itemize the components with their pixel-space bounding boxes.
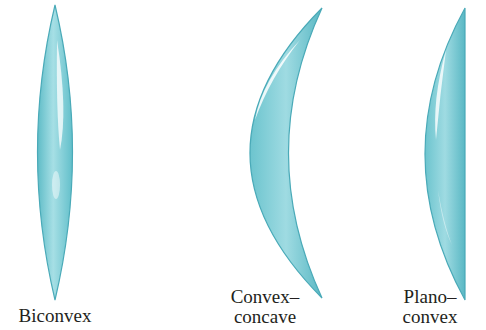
biconvex-lens <box>38 5 73 300</box>
convex-concave-lens <box>240 8 322 298</box>
plano-convex-lens <box>425 8 465 300</box>
lens-name: Convex– concave <box>231 287 300 327</box>
lens-name: Plano– convex <box>403 287 458 327</box>
lens-name: Biconvex <box>19 306 92 326</box>
